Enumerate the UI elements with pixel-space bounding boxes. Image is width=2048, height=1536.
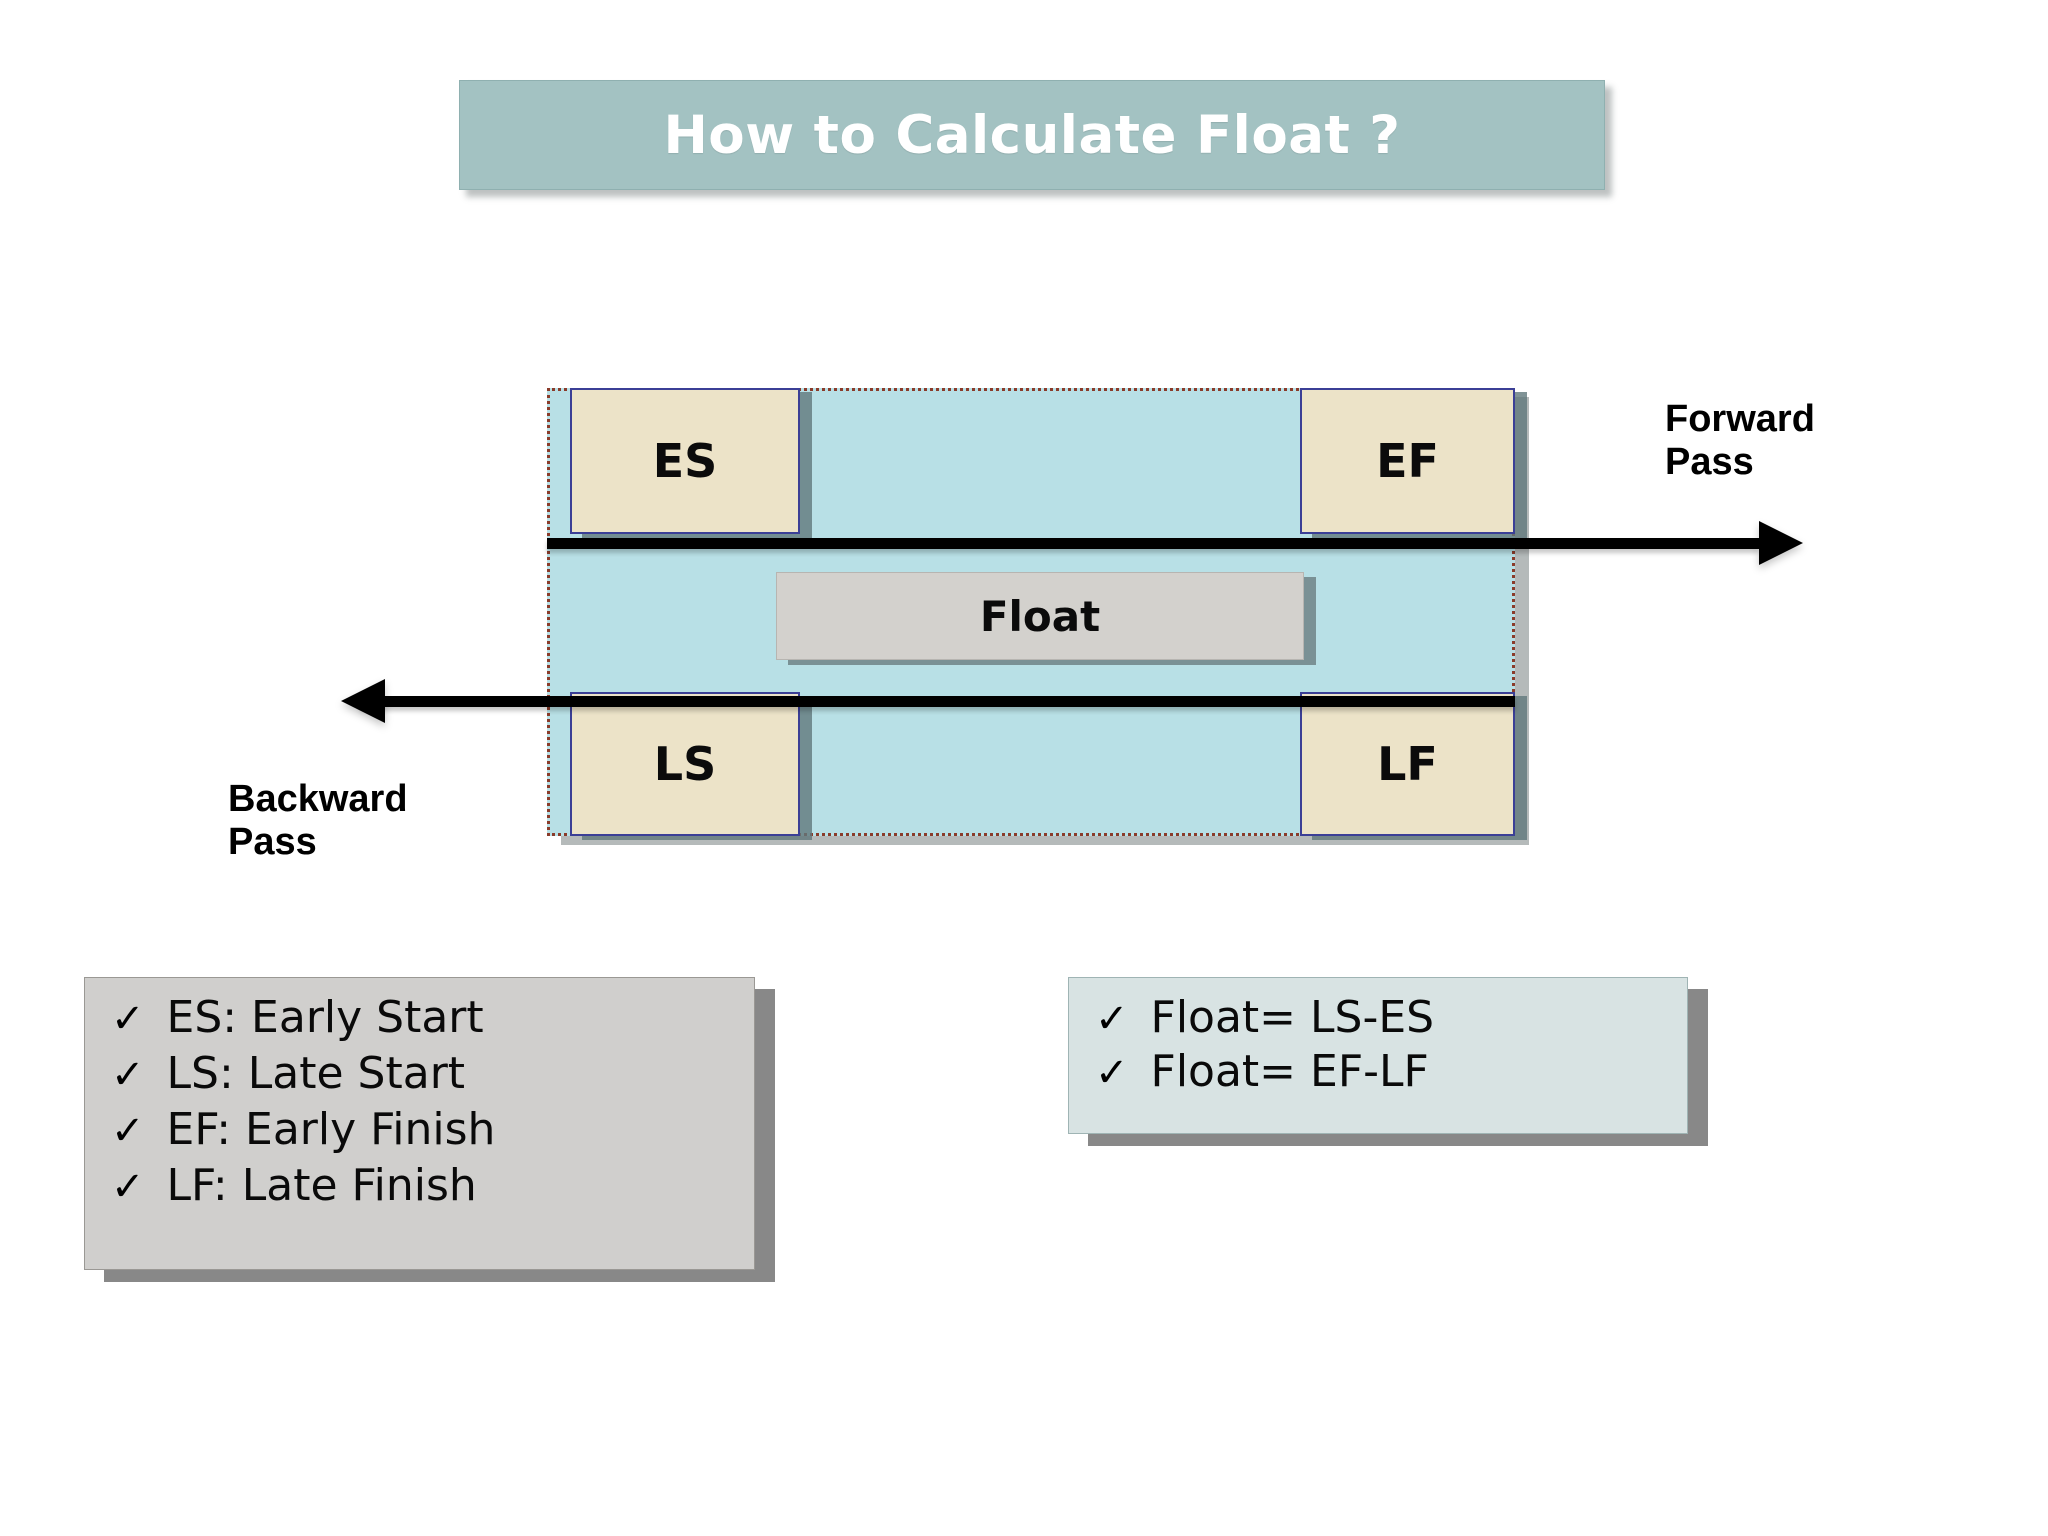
list-item: ✓ ES: Early Start — [111, 992, 728, 1044]
legend-formulas-card: ✓ Float= LS-ES ✓ Float= EF-LF — [1068, 977, 1688, 1134]
late-finish-label: LF — [1377, 737, 1438, 791]
late-start-box: LS — [570, 692, 800, 836]
legend-term-text: EF: Early Finish — [166, 1103, 496, 1155]
list-item: ✓ LF: Late Finish — [111, 1160, 728, 1212]
legend-formula-text: Float= EF-LF — [1150, 1045, 1429, 1097]
check-icon: ✓ — [111, 1163, 145, 1210]
legend-terms-card: ✓ ES: Early Start ✓ LS: Late Start ✓ EF:… — [84, 977, 755, 1270]
list-item: ✓ Float= EF-LF — [1095, 1046, 1661, 1098]
check-icon: ✓ — [1095, 996, 1129, 1042]
page-title: How to Calculate Float ? — [663, 104, 1401, 166]
legend-term-text: LF: Late Finish — [166, 1159, 477, 1211]
title-banner: How to Calculate Float ? — [459, 80, 1605, 190]
check-icon: ✓ — [111, 1051, 145, 1098]
legend-formula-text: Float= LS-ES — [1150, 992, 1435, 1043]
forward-pass-label: Forward Pass — [1665, 398, 1815, 483]
backward-pass-arrow-line — [360, 696, 1515, 707]
forward-pass-arrow-line — [547, 538, 1759, 549]
late-finish-box: LF — [1300, 692, 1515, 836]
list-item: ✓ LS: Late Start — [111, 1048, 728, 1100]
early-finish-box: EF — [1300, 388, 1515, 534]
legend-term-text: LS: Late Start — [166, 1047, 466, 1099]
early-start-box: ES — [570, 388, 800, 534]
early-start-label: ES — [652, 434, 718, 488]
check-icon: ✓ — [111, 996, 145, 1042]
list-item: ✓ Float= LS-ES — [1095, 992, 1661, 1044]
early-finish-label: EF — [1376, 434, 1439, 488]
check-icon: ✓ — [111, 1107, 145, 1154]
float-box: Float — [776, 572, 1304, 660]
list-item: ✓ EF: Early Finish — [111, 1104, 728, 1156]
backward-pass-arrowhead-icon — [341, 679, 385, 723]
float-label: Float — [979, 591, 1101, 641]
late-start-label: LS — [653, 737, 717, 791]
check-icon: ✓ — [1095, 1049, 1129, 1096]
backward-pass-label: Backward Pass — [228, 778, 408, 863]
forward-pass-arrowhead-icon — [1759, 521, 1803, 565]
legend-term-text: ES: Early Start — [166, 992, 484, 1043]
